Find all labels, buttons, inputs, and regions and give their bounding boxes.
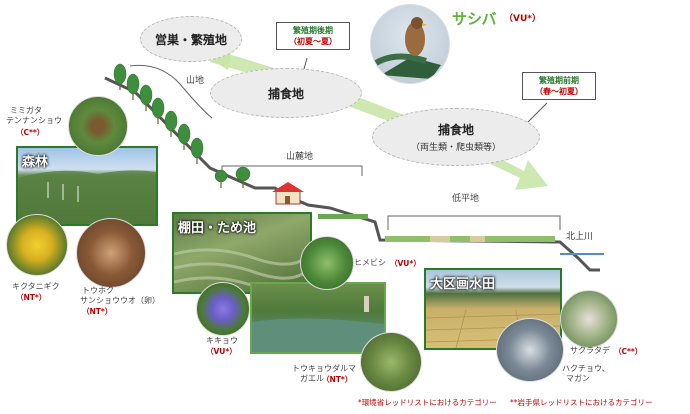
himebishi-photo bbox=[300, 236, 354, 290]
mountain-label: 山地 bbox=[186, 76, 204, 86]
mimigata-name-2: テンナンショウ bbox=[6, 116, 62, 126]
mimigata-name-1: ミミガタ bbox=[10, 106, 42, 116]
frog-name-2: ガエル bbox=[300, 374, 324, 384]
sakuratade-status: （C**） bbox=[614, 346, 642, 357]
frog-photo bbox=[360, 332, 422, 392]
feeding-area-lower-sub: （両生類・爬虫類等） bbox=[411, 140, 501, 153]
sashiba-photo bbox=[370, 4, 450, 84]
feeding-area-lower-label: 捕食地 bbox=[438, 121, 474, 138]
salamander-photo bbox=[76, 218, 146, 288]
kikyo-name: キキョウ bbox=[206, 336, 238, 346]
late-breeding-title: 繁殖期後期 bbox=[281, 25, 345, 36]
farmhouse-icon bbox=[272, 182, 304, 204]
himebishi-status: （VU*） bbox=[390, 258, 421, 269]
feeding-area-upper-label: 捕食地 bbox=[268, 85, 304, 102]
birds-photo bbox=[496, 318, 564, 382]
salamander-status: （NT*） bbox=[82, 306, 112, 317]
paddies-label: 大区画水田 bbox=[430, 273, 495, 292]
lowland-label: 低平地 bbox=[452, 194, 479, 204]
kikutanigiku-name: キクタニギク bbox=[12, 282, 60, 292]
himebishi-name: ヒメビシ bbox=[354, 258, 386, 268]
frog-status: （NT*） bbox=[322, 374, 352, 385]
breeding-area-label: 営巣・繁殖地 bbox=[155, 31, 227, 48]
feeding-area-lower-ellipse: 捕食地 （両生類・爬虫類等） bbox=[372, 108, 540, 166]
frog-name-1: トウキョウダルマ bbox=[292, 364, 356, 374]
feeding-area-upper-ellipse: 捕食地 bbox=[210, 68, 362, 118]
kikutanigiku-photo bbox=[6, 214, 68, 276]
lowland-bracket bbox=[388, 216, 560, 230]
early-breeding-season: （春～初夏） bbox=[527, 86, 591, 97]
sashiba-name: サシバ bbox=[452, 10, 497, 28]
sashiba-status: （VU*） bbox=[504, 14, 541, 24]
breeding-area-ellipse: 営巣・繁殖地 bbox=[140, 16, 242, 62]
lowland-paddy-strip bbox=[385, 236, 555, 242]
salamander-name-1: トウホク bbox=[82, 286, 114, 296]
salamander-name-2: サンショウウオ（卵） bbox=[80, 296, 160, 306]
late-breeding-season: （初夏～夏） bbox=[281, 36, 345, 47]
kikyo-status: （VU*） bbox=[206, 346, 237, 357]
early-breeding-callout: 繁殖期前期 （春～初夏） bbox=[522, 72, 596, 100]
footnote-env: *環境省レッドリストにおけるカテゴリー bbox=[358, 398, 497, 408]
mimigata-photo bbox=[68, 96, 128, 156]
person-icon bbox=[364, 296, 369, 312]
late-breeding-callout: 繁殖期後期 （初夏～夏） bbox=[276, 22, 350, 50]
terraces-label: 棚田・ため池 bbox=[178, 217, 256, 236]
early-breeding-title: 繁殖期前期 bbox=[527, 75, 591, 86]
hawk-icon bbox=[371, 5, 449, 83]
kikyo-photo bbox=[196, 282, 250, 336]
birds-name-2: マガン bbox=[566, 374, 590, 384]
footnote-iwate: **岩手県レッドリストにおけるカテゴリー bbox=[510, 398, 653, 408]
river-label: 北上川 bbox=[566, 232, 593, 242]
sakuratade-photo bbox=[560, 290, 618, 348]
kikutanigiku-status: （NT*） bbox=[16, 292, 46, 303]
birds-name-1: ハクチョウ、 bbox=[562, 364, 610, 374]
foothill-grass bbox=[318, 214, 368, 219]
forest-label: 森林 bbox=[22, 151, 48, 170]
foothill-label: 山麓地 bbox=[286, 152, 313, 162]
mimigata-status: （C**） bbox=[16, 127, 44, 138]
sakuratade-name: サクラタデ bbox=[570, 346, 610, 356]
